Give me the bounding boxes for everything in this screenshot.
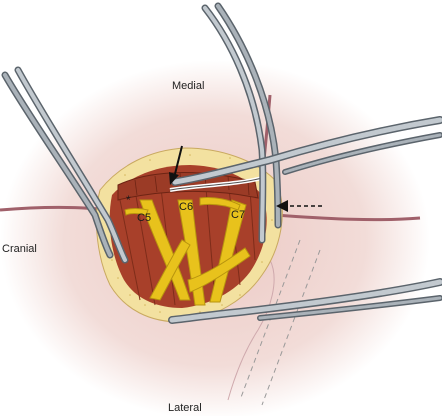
root-label-c5: C5 bbox=[137, 212, 152, 224]
root-label-c7: C7 bbox=[231, 209, 246, 221]
dashed-arrow bbox=[276, 200, 322, 212]
skin-crease-line bbox=[274, 213, 421, 222]
retractor-right-upper bbox=[171, 116, 442, 186]
nerve-root-c6-branch bbox=[149, 239, 191, 301]
skin-contour bbox=[227, 259, 275, 401]
nerve-root-c5 bbox=[139, 199, 191, 301]
nerve-trunk bbox=[187, 247, 251, 293]
lateral-label: Lateral bbox=[168, 402, 202, 414]
asterisk-marker: * bbox=[126, 193, 131, 207]
nerve-roots bbox=[124, 197, 251, 306]
retractor-left bbox=[1, 66, 129, 264]
nerve-small-branch bbox=[199, 197, 241, 211]
solid-arrow bbox=[169, 145, 183, 185]
retractor-right-lower bbox=[168, 278, 442, 324]
nerve-small-branch bbox=[124, 208, 149, 216]
root-label-c6: C6 bbox=[179, 201, 194, 213]
medial-label: Medial bbox=[172, 80, 205, 92]
cranial-label: Cranial bbox=[2, 243, 37, 255]
vessel-loop bbox=[169, 177, 263, 191]
dashed-line bbox=[261, 249, 321, 406]
